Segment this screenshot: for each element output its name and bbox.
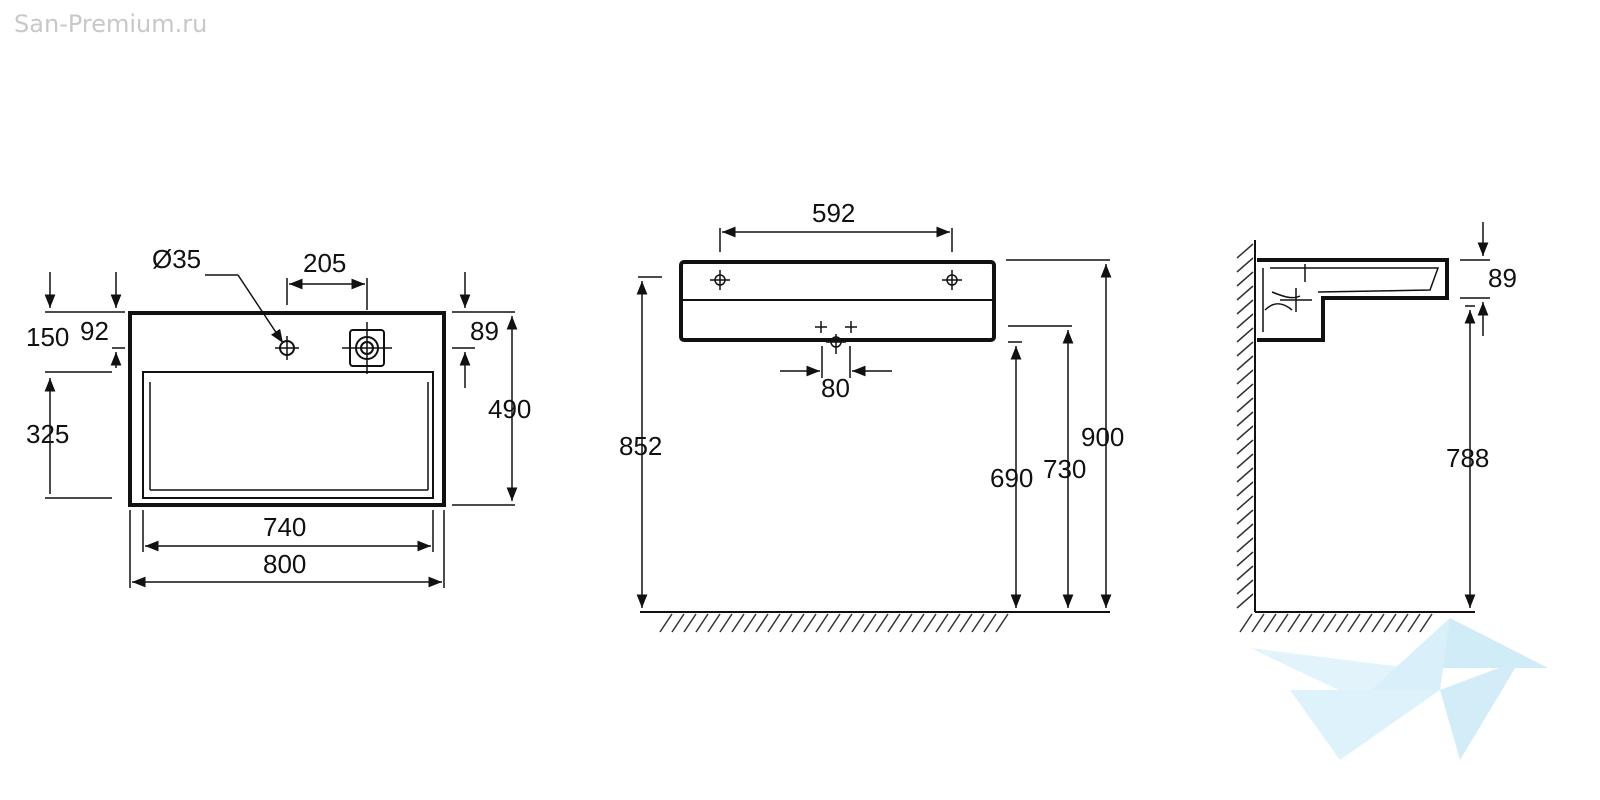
overflow-icon (342, 322, 392, 374)
bathtub-logo-icon (1250, 618, 1548, 760)
drain-icon (815, 321, 857, 354)
top-view: Ø35 205 150 92 325 89 490 740 800 (26, 244, 531, 588)
drain-spacing-label: 80 (821, 373, 850, 403)
hole-diameter-label: Ø35 (152, 244, 201, 274)
hole-offset-label: 92 (80, 316, 109, 346)
floor-hatch (659, 613, 1009, 633)
overall-depth-label: 490 (488, 394, 531, 424)
wall-hatch (1236, 243, 1254, 609)
height-730-label: 730 (1043, 454, 1086, 484)
inner-width-label: 740 (263, 512, 306, 542)
height-690-label: 690 (990, 463, 1033, 493)
bowl-outline (142, 371, 434, 499)
rim-height-label: 89 (470, 316, 499, 346)
bracket-right-icon (942, 270, 962, 290)
bowl-depth-label: 325 (26, 419, 69, 449)
front-view: 592 80 852 690 730 (619, 198, 1124, 633)
bracket-spacing-label: 592 (812, 198, 855, 228)
side-view: 89 788 (1236, 222, 1517, 633)
side-rim-height-label: 89 (1488, 263, 1517, 293)
height-900-label: 900 (1081, 422, 1124, 452)
overall-width-label: 800 (263, 549, 306, 579)
height-788-label: 788 (1446, 443, 1489, 473)
basin-side-outline (1257, 258, 1449, 342)
side-floor-hatch (1239, 613, 1433, 633)
watermark-text: San-Premium.ru (14, 10, 208, 38)
bracket-left-icon (710, 270, 730, 290)
height-852-label: 852 (619, 431, 662, 461)
tap-hole-icon (275, 336, 299, 360)
basin-outline (128, 311, 446, 507)
depth-front-label: 150 (26, 322, 69, 352)
tap-spacing-label: 205 (303, 248, 346, 278)
